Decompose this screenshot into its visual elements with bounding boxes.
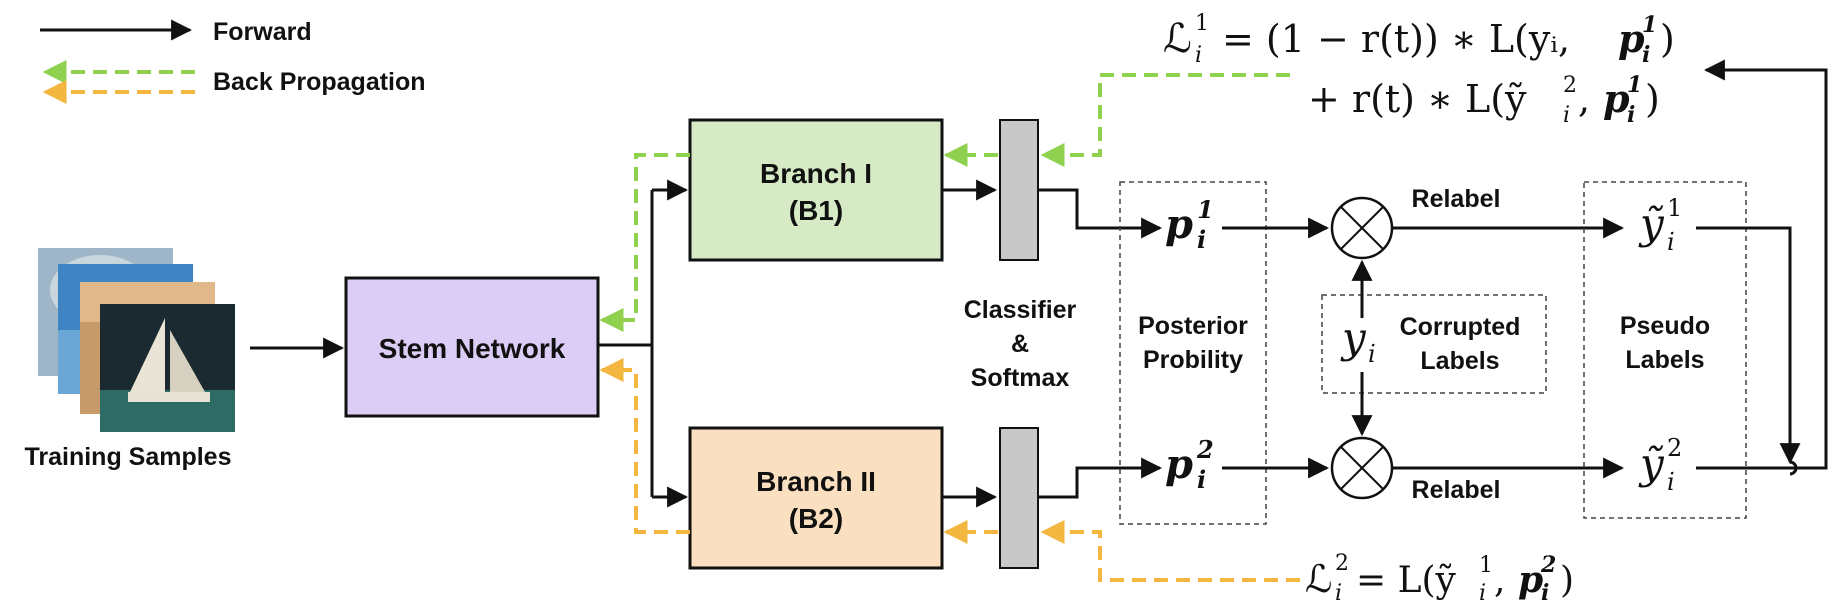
p1-base: p: [1165, 201, 1193, 248]
loss1-line2-mid: ,: [1578, 77, 1590, 121]
loss1-p-sub: i: [1642, 42, 1650, 68]
loss1-line2-close: ): [1645, 77, 1660, 121]
classifier2-block: [999, 427, 1039, 569]
relabel-top-label: Relabel: [1412, 185, 1501, 213]
ytilde2-sup: 2: [1667, 434, 1682, 462]
forward-split: [598, 179, 689, 508]
loss2-mid: ,: [1494, 560, 1505, 601]
ytilde1-base: ỹ: [1638, 199, 1665, 248]
multiply-bottom-icon: [1330, 436, 1394, 500]
classifier-label-line3: Softmax: [971, 364, 1070, 392]
loss1-p: p: [1618, 16, 1645, 61]
sailboat-sail-2: [170, 330, 205, 392]
relabel-bottom-label: Relabel: [1412, 476, 1501, 504]
p1-sub: i: [1197, 225, 1206, 254]
pseudo-label-line1: Pseudo: [1620, 312, 1710, 340]
pseudo-labels-box: [1583, 181, 1747, 519]
stem-network-box: [344, 276, 600, 418]
p2-sup: 2: [1196, 435, 1214, 464]
orange-backprop-path: [599, 358, 1300, 582]
training-sample-images: [38, 248, 235, 432]
loss2-psup: 2: [1540, 552, 1556, 578]
branch2-subtitle: (B2): [789, 503, 843, 534]
line-crossover-hop: [1789, 460, 1798, 476]
loss2-ysup: 1: [1479, 553, 1493, 578]
y-base: y: [1340, 313, 1367, 362]
classifier-label-line2: &: [1011, 330, 1029, 358]
loss1-lhs-sub: i: [1195, 43, 1202, 68]
loss1-line2-p: p: [1603, 76, 1630, 121]
ytilde1-symbol: ỹ 1 i: [1638, 194, 1682, 256]
ytilde2-to-loss1-arrow: [1696, 59, 1828, 470]
loss1-rest: = (1 − r(t)) ∗ L(yᵢ,: [1222, 17, 1570, 61]
posterior-label-line1: Posterior: [1138, 312, 1248, 340]
loss2-lhs-sup: 2: [1335, 551, 1349, 576]
classifier-label-line1: Classifier: [964, 296, 1077, 324]
p2-base: p: [1165, 441, 1193, 488]
ytilde1-sup: 1: [1667, 194, 1682, 222]
loss2-lhs-sub: i: [1335, 581, 1342, 604]
loss1-line2-ysup: 2: [1563, 73, 1577, 98]
loss2-close: ): [1560, 560, 1574, 601]
loss1-lhs-sup: 1: [1195, 11, 1209, 36]
stem-network-label: Stem Network: [379, 333, 566, 364]
pseudo-label-line2: Labels: [1625, 346, 1704, 374]
loss1-line2-psub: i: [1627, 102, 1635, 128]
posterior-probability-box: [1119, 181, 1267, 525]
loss1-equation: ℒ 1 i = (1 − r(t)) ∗ L(yᵢ, p 1 i ) + r(t…: [1163, 11, 1675, 128]
legend-backprop-label: Back Propagation: [213, 68, 426, 96]
ytilde2-base: ỹ: [1638, 439, 1665, 488]
orange-loss-to-classifier2: [1040, 520, 1300, 582]
branch1-box: [688, 118, 944, 262]
loss2-equation: ℒ 2 i = L(ỹ 1 i , p 2 i ): [1305, 551, 1574, 604]
loss2-ysub: i: [1479, 581, 1486, 604]
loss1-lhs: ℒ: [1163, 16, 1192, 62]
legend: Forward Back Propagation: [40, 18, 426, 104]
classifier2-to-p2-arrow: [1038, 457, 1163, 499]
loss1-p-sup: 1: [1642, 12, 1657, 38]
multiply-top-icon: [1330, 196, 1394, 260]
green-backprop-path: [599, 73, 1290, 332]
corrupted-labels-box: [1321, 294, 1547, 394]
loss2-rest: = L(ỹ: [1356, 560, 1457, 601]
green-loss-to-classifier1: [1040, 73, 1290, 167]
ytilde1-to-loss2-arrow: [1696, 226, 1801, 465]
ytilde2-sub: i: [1667, 468, 1675, 496]
sailboat-icon: [130, 318, 165, 392]
p1-symbol: p 1 i: [1165, 195, 1214, 254]
branch2-box: [688, 426, 944, 570]
training-samples-label: Training Samples: [24, 443, 231, 471]
ytilde2-symbol: ỹ 2 i: [1638, 434, 1682, 496]
sailboat-hull: [128, 392, 210, 402]
loss1-line2-ysub: i: [1563, 103, 1570, 128]
y-symbol: y i: [1340, 313, 1376, 368]
p1-sup: 1: [1197, 195, 1214, 224]
branch1-title: Branch I: [760, 158, 872, 189]
green-branch1-to-stem: [599, 153, 690, 332]
corrupted-label-line2: Labels: [1420, 347, 1499, 375]
orange-branch2-to-stem: [599, 358, 690, 534]
loss2-p: p: [1518, 559, 1543, 601]
classifier1-block: [999, 119, 1039, 261]
legend-forward-label: Forward: [213, 18, 312, 46]
classifier1-to-p1-arrow: [1038, 188, 1163, 239]
p2-symbol: p 2 i: [1165, 435, 1214, 494]
posterior-label-line2: Probility: [1143, 346, 1243, 374]
loss1-close: ): [1660, 17, 1675, 61]
loss2-lhs: ℒ: [1305, 557, 1332, 601]
branch1-subtitle: (B1): [789, 195, 843, 226]
loss2-psub: i: [1541, 580, 1549, 604]
ytilde1-sub: i: [1667, 228, 1675, 256]
y-sub: i: [1368, 340, 1376, 368]
branch2-title: Branch II: [756, 466, 876, 497]
corrupted-label-line1: Corrupted: [1400, 313, 1521, 341]
loss1-line2-psup: 1: [1627, 72, 1642, 98]
loss1-line2-rest: + r(t) ∗ L(ỹ: [1308, 77, 1527, 121]
p2-sub: i: [1197, 465, 1206, 494]
